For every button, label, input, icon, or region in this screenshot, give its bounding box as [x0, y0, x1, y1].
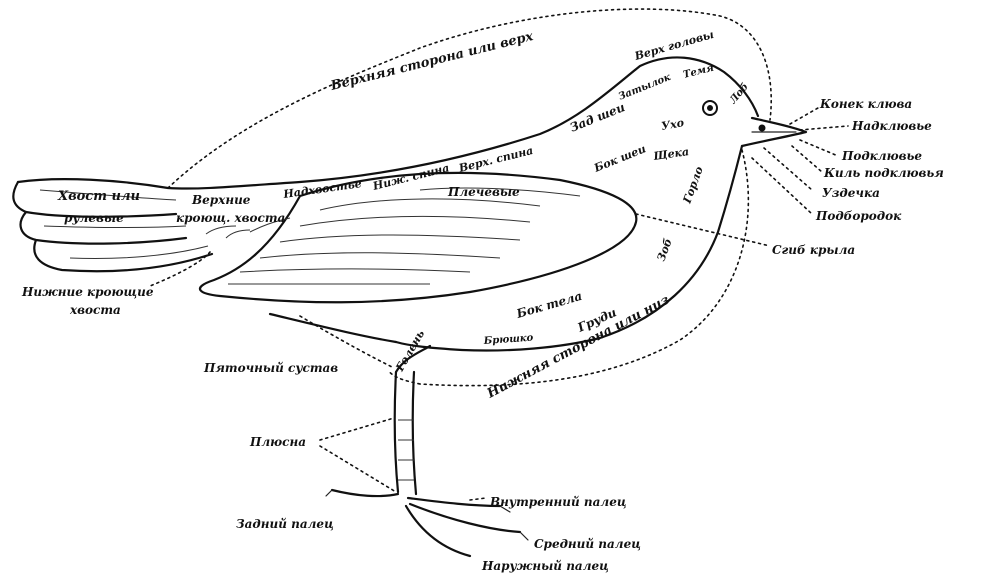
label-hind-toe: Задний палец	[236, 517, 334, 531]
label-culmen: Конек клюва	[819, 97, 912, 111]
label-scapulars: Плечевые	[447, 185, 520, 199]
label-upper-mandible: Надклювье	[851, 119, 932, 133]
label-belly: Брюшко	[482, 333, 534, 348]
label-throat: Горло	[680, 165, 706, 206]
label-ear: Ухо	[660, 116, 685, 133]
label-occiput: Затылок	[617, 72, 673, 103]
label-gonys: Киль подклювья	[823, 166, 944, 180]
label-upper-side: Верхняя сторона или верх	[328, 29, 535, 94]
label-upper-back: Верх. спина	[457, 144, 535, 175]
label-tail: Хвост или	[57, 189, 140, 204]
label-under-tail-coverts-1: Нижние кроющие	[21, 285, 154, 299]
label-outer-toe: Наружный палец	[481, 559, 609, 573]
label-crop: Зоб	[655, 237, 675, 263]
label-upper-tail-coverts-1: Верхние	[191, 193, 251, 207]
label-under-tail-coverts-2: хвоста	[69, 303, 121, 317]
label-lower-side: Нижняя сторона или низ	[484, 292, 672, 402]
label-lower-mandible: Подклювье	[841, 149, 922, 163]
label-wing-bend: Сгиб крыла	[772, 243, 855, 257]
label-upper-tail-coverts-2: кроющ. хвоста	[176, 211, 285, 225]
labels: Верхняя сторона или верх Верх головы Зат…	[21, 28, 944, 573]
label-inner-toe: Внутренний палец	[489, 495, 626, 509]
beak	[742, 118, 806, 146]
label-tarsus: Плюсна	[249, 435, 306, 449]
label-chin: Подбородок	[815, 209, 902, 223]
label-rectrices: рулевые	[64, 211, 124, 225]
label-back-of-neck: Зад шеи	[568, 100, 627, 135]
label-crown: Темя	[682, 63, 715, 81]
label-side-of-neck: Бок шеи	[591, 142, 647, 175]
label-side-of-body: Бок тела	[514, 289, 584, 321]
eye	[703, 101, 765, 131]
wing	[200, 173, 636, 302]
label-cheek: Щека	[652, 145, 690, 163]
label-middle-toe: Средний палец	[534, 537, 641, 551]
label-heel-joint: Пяточный сустав	[203, 361, 338, 375]
leg	[326, 346, 528, 556]
label-gape: Уздечка	[822, 186, 880, 200]
